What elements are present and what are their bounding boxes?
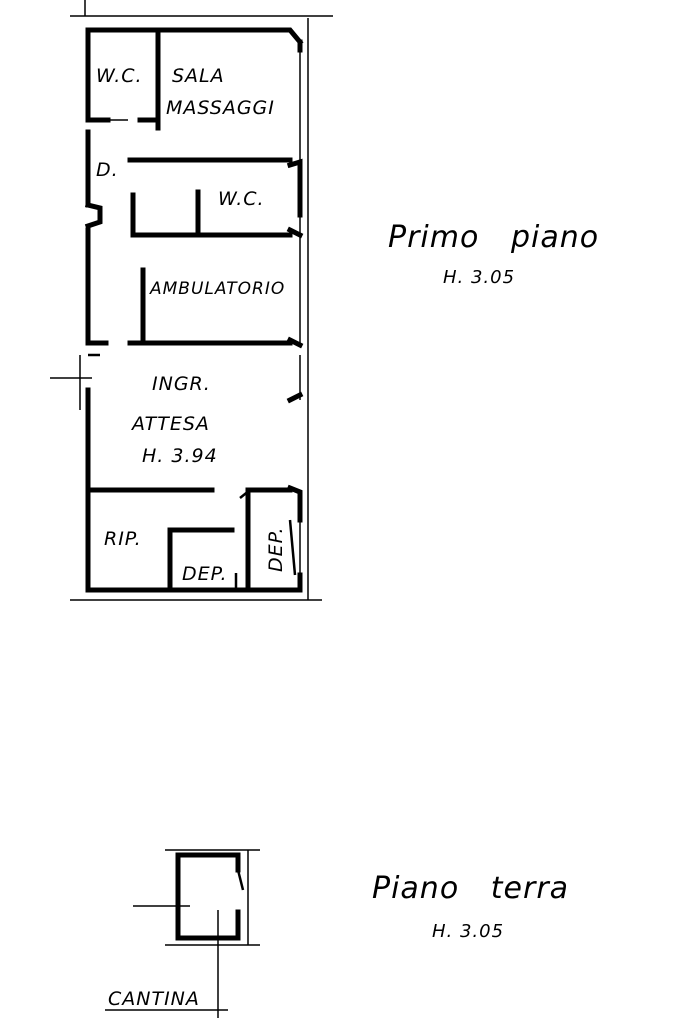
door-mark-east — [288, 519, 297, 576]
room-label-ingresso: INGR. — [152, 373, 211, 395]
room-label-attesa-height: H. 3.94 — [142, 445, 218, 467]
room-label-sala: SALA — [172, 65, 225, 87]
first-floor-title: Primo piano — [388, 220, 599, 255]
north-wall — [85, 27, 304, 46]
ground-floor-height: H. 3.05 — [432, 921, 504, 942]
room-label-cantina: CANTINA — [108, 988, 200, 1010]
west-wall-jog — [84, 201, 103, 230]
east-wall-seg-4 — [286, 391, 304, 404]
room-label-wc-mid: W.C. — [218, 188, 265, 210]
cantina-north-wall — [175, 852, 241, 873]
cantina-door-mark — [236, 869, 245, 891]
first-floor-height: H. 3.05 — [443, 267, 515, 288]
room-label-wc-top: W.C. — [96, 65, 143, 87]
room-label-deposito-1: DEP. — [182, 563, 228, 585]
room-label-ripostiglio: RIP. — [104, 528, 142, 550]
ground-floor-plan: CANTINA — [105, 849, 260, 1018]
room-label-disimpegno: D. — [96, 159, 119, 181]
room-label-deposito-2: DEP. — [265, 526, 287, 572]
east-wall-seg-2 — [286, 226, 304, 239]
room-label-ambulatorio: AMBULATORIO — [149, 279, 285, 299]
room-label-attesa: ATTESA — [130, 413, 210, 435]
east-wall-seg-1 — [286, 158, 303, 218]
ground-floor-title: Piano terra — [372, 871, 569, 906]
door-mark-dep-2 — [239, 489, 251, 499]
room-label-massaggi: MASSAGGI — [166, 97, 275, 119]
first-floor-plan: W.C. SALA MASSAGGI D. W.C. AMBULATORIO I… — [50, 0, 333, 601]
east-wall-seg-5 — [286, 484, 303, 523]
